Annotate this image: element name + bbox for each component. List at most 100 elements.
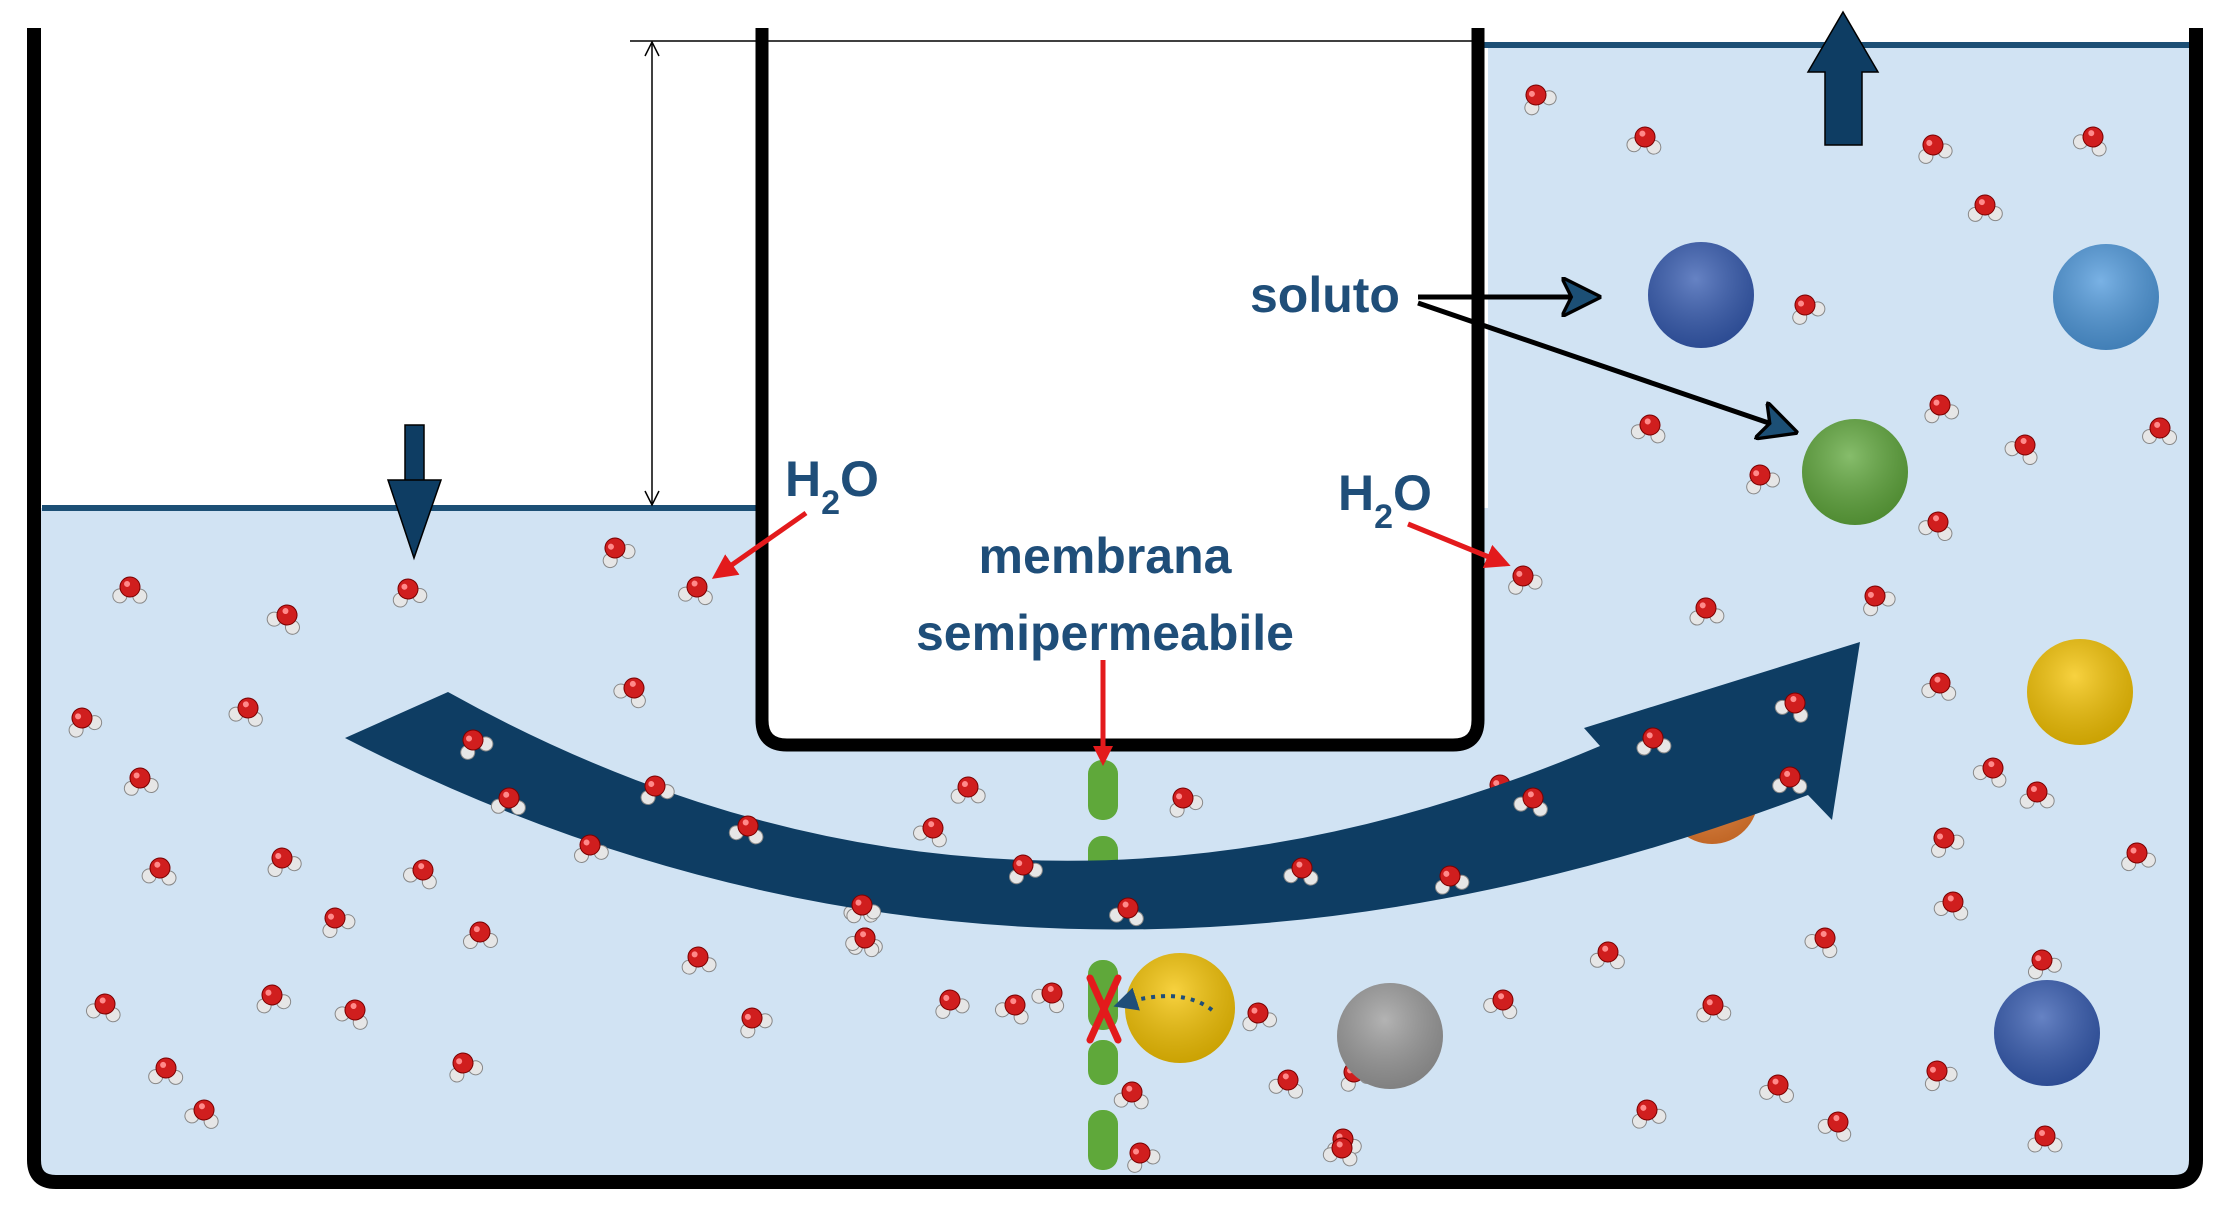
water-molecule-icon (1524, 84, 1557, 116)
water-molecule-icon (1924, 1060, 1958, 1092)
water-molecule-icon (1696, 994, 1732, 1023)
water-molecule-icon (1169, 787, 1204, 818)
water-molecule-icon (1008, 854, 1043, 885)
inner-vessel (755, 28, 1485, 752)
water-molecule-icon (845, 927, 880, 958)
water-molecule-icon (148, 1057, 184, 1085)
water-molecule-icon (112, 576, 148, 604)
water-molecule-icon (1483, 989, 1518, 1020)
water-molecule-icon (1626, 126, 1662, 155)
water-molecule-icon (123, 767, 159, 796)
solute-blue (1648, 242, 1754, 348)
water-molecules-on-arrow (460, 692, 1809, 958)
water-molecule-icon (574, 834, 609, 863)
water-molecule-icon (85, 993, 121, 1023)
water-molecule-icon (1746, 464, 1780, 495)
water-molecule-icon (1031, 982, 1065, 1014)
water-molecule-icon (1967, 194, 2003, 222)
water-molecule-icon (1921, 672, 1957, 701)
inner-vessel-interior (762, 30, 1478, 745)
water-molecule-icon (1513, 787, 1548, 817)
water-molecule-icon (392, 578, 428, 608)
water-molecule-icon (1759, 1074, 1794, 1103)
water-molecule-icon (490, 787, 526, 816)
water-molecule-icon (1113, 1081, 1149, 1110)
water-molecule-icon (1630, 414, 1666, 444)
osmotic-flow-arrow (345, 642, 1860, 930)
water-molecule-icon (1268, 1069, 1304, 1099)
water-molecule-icon (994, 994, 1029, 1025)
water-molecule-icon (1589, 941, 1625, 970)
water-molecule-icon (1804, 927, 1838, 959)
membrane-segment (1088, 960, 1118, 1030)
water-molecule-icon (2121, 842, 2156, 872)
water-molecule-icon (1863, 585, 1896, 617)
water-molecule-icon (740, 1007, 773, 1039)
membrane-segment (1088, 760, 1118, 820)
water-molecule-icon (322, 907, 356, 938)
water-molecule-icon (1109, 897, 1144, 927)
water-molecule-icon (1918, 511, 1953, 542)
water-molecule-icon (1127, 1142, 1161, 1173)
water-molecule-icon (1631, 1099, 1667, 1129)
water-molecule-icon (460, 729, 494, 760)
water-molecule-icon (1918, 134, 1953, 164)
water-molecule-icon (334, 999, 368, 1030)
height-dimension (630, 40, 1478, 507)
membrane-segment (1088, 1110, 1118, 1170)
water-molecule-icon (1322, 1137, 1358, 1167)
water-molecule-icon (1972, 757, 2007, 788)
water-label-left: H2O (785, 451, 879, 522)
solute-yellow (2027, 639, 2133, 745)
water-molecule-icon (2142, 417, 2178, 446)
water-molecule-icon (403, 859, 437, 890)
water-molecule-icon (141, 857, 177, 886)
arrow-down-icon (386, 424, 443, 561)
water-molecule-icon (950, 776, 986, 804)
membrane-label-line2: semipermeabile (916, 605, 1294, 661)
water-molecule-icon (678, 576, 713, 606)
water-molecule-icon (935, 989, 970, 1019)
water-molecule-icon (1434, 865, 1470, 895)
water-molecule-icon (1508, 565, 1543, 595)
solute-green (1802, 419, 1908, 525)
membrane-label-line1: membrana (979, 528, 1233, 584)
water-molecule-icon (1931, 827, 1965, 858)
water-molecules (68, 84, 2178, 1173)
water-molecule-icon (184, 1099, 219, 1129)
water-molecule-icon (1242, 1002, 1278, 1032)
water-molecule-icon (462, 921, 498, 950)
solute-label: soluto (1250, 267, 1400, 323)
water-molecule-icon (266, 604, 300, 635)
water-molecule-icon (602, 537, 636, 569)
water-molecule-icon (1792, 294, 1826, 325)
solute-light-blue (2053, 244, 2159, 350)
water-molecule-icon (913, 817, 947, 848)
water-molecule-icon (640, 775, 675, 806)
water-molecule-icon (728, 815, 764, 845)
water-molecule-icon (449, 1052, 484, 1083)
water-molecule-icon (681, 946, 717, 975)
water-molecule-icon (267, 847, 302, 878)
solute-blue-bottom (1994, 980, 2100, 1086)
water-molecule-icon (1283, 857, 1319, 886)
water-molecule-icon (2027, 1125, 2063, 1153)
water-molecule-icon (1924, 394, 1960, 424)
water-molecule-icon (1817, 1111, 1852, 1142)
solute-gray (1337, 983, 1443, 1089)
blocked-path (1113, 987, 1214, 1012)
water-molecule-icon (1933, 891, 1969, 921)
water-molecule-icon (1774, 692, 1809, 723)
water-molecule-icon (2027, 949, 2062, 980)
water-molecule-icon (846, 894, 882, 924)
red-x-icon (1086, 974, 1122, 1044)
water-molecule-icon (1636, 727, 1672, 756)
red-pointers (711, 510, 1511, 766)
arrow-up-icon (1806, 10, 1880, 146)
water-molecule-icon (256, 984, 292, 1014)
membrane-segment (1088, 1040, 1118, 1085)
water-molecule-icon (2072, 126, 2107, 157)
water-molecule-icon (68, 707, 103, 738)
water-molecule-icon (1689, 597, 1725, 626)
